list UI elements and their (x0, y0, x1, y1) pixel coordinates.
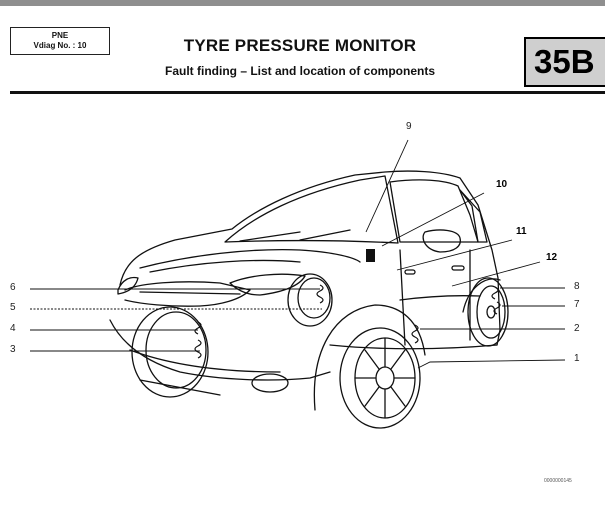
callout-1: 1 (574, 353, 580, 364)
sensor-left-upper (194, 321, 202, 335)
callout-5: 5 (10, 302, 16, 313)
front-left-wheel (131, 306, 209, 398)
side-window-front (389, 179, 479, 243)
front-wheel-arch (313, 304, 426, 411)
windscreen (224, 175, 399, 244)
header-rule (10, 91, 605, 94)
tpms-computer (366, 249, 375, 262)
car-body-outline (119, 170, 501, 346)
rear-left-wheel (287, 273, 333, 327)
section-number: 35B (534, 43, 595, 80)
headlamp-left (229, 273, 306, 296)
page-title: TYRE PRESSURE MONITOR (183, 36, 417, 55)
callout-9: 9 (406, 121, 412, 132)
front-right-wheel (339, 327, 421, 429)
front-grille (124, 281, 251, 307)
front-bumper (109, 319, 331, 381)
ref-pne: PNE (51, 31, 69, 40)
callout-8: 8 (574, 281, 580, 292)
door-mirror (422, 229, 461, 253)
callout-7: 7 (574, 299, 580, 310)
callout-2: 2 (574, 323, 580, 334)
rear-wheel-arch (462, 278, 501, 313)
sensor-rear-right-lower (493, 301, 501, 315)
headlamp-right (117, 276, 139, 295)
sensor-front-right (411, 324, 419, 344)
callout-6: 6 (10, 282, 16, 293)
car-diagram (30, 139, 566, 429)
top-bar (0, 0, 605, 6)
side-window-rear (459, 189, 488, 243)
callout-12: 12 (546, 252, 558, 263)
vdiag-reference-box: PNE Vdiag No. : 10 (10, 27, 110, 55)
figure-reference: 0000000145 (544, 478, 572, 484)
callout-10: 10 (496, 179, 508, 190)
callout-3: 3 (10, 344, 16, 355)
ref-vdiag: Vdiag No. : 10 (33, 41, 87, 50)
section-number-badge: 35B (524, 37, 605, 87)
sensor-rear-left (316, 284, 324, 304)
callout-4: 4 (10, 323, 16, 334)
sensor-rear-right-upper (491, 286, 499, 300)
page-subtitle: Fault finding – List and location of com… (165, 64, 435, 78)
rear-right-wheel (467, 277, 509, 347)
callout-11: 11 (516, 226, 527, 237)
sensor-front-left (194, 339, 202, 359)
